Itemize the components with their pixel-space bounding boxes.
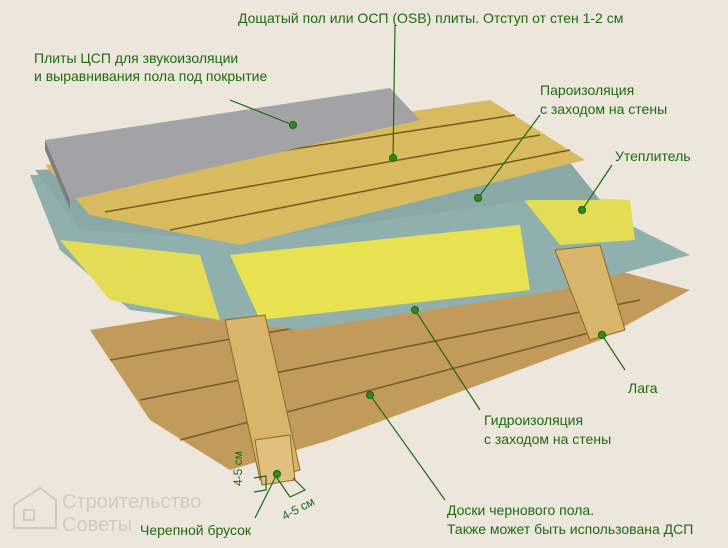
label-insulation: Утеплитель — [615, 148, 691, 164]
label-csp-1: Плиты ЦСП для звукоизоляции — [34, 50, 239, 66]
insulation-left — [60, 240, 220, 320]
label-subfloor-1: Доски чернового пола. — [447, 502, 595, 518]
watermark-line2: Советы — [62, 514, 132, 536]
label-water-1: Гидроизоляция — [484, 412, 584, 428]
top-boards — [45, 100, 585, 245]
subfloor-board-seam — [139, 299, 641, 401]
joist-right — [554, 244, 626, 341]
label-top-boards: Дощатый пол или ОСП (OSB) плиты. Отступ … — [238, 10, 624, 26]
watermark-line1: Строительство — [62, 491, 202, 513]
insulation-middle — [230, 225, 530, 320]
csp-plate — [45, 88, 420, 200]
watermark-house-icon — [13, 486, 57, 529]
insulation-right — [520, 195, 635, 245]
label-dim-vertical: 4-5 см — [231, 451, 245, 486]
label-csp-2: и выравнивания пола под покрытие — [34, 68, 268, 84]
leader-lines — [229, 24, 626, 519]
csp-plate-edge — [45, 140, 70, 210]
label-joist: Лага — [628, 380, 658, 396]
label-subfloor-2: Также может быть использована ДСП — [447, 521, 694, 537]
top-board-seam — [104, 134, 541, 213]
label-vapor-2: с заходом на стены — [540, 101, 668, 117]
label-cranial-bar: Черепной брусок — [140, 522, 252, 538]
label-vapor-1: Пароизоляция — [540, 82, 635, 98]
label-water-2: с заходом на стены — [484, 431, 612, 447]
